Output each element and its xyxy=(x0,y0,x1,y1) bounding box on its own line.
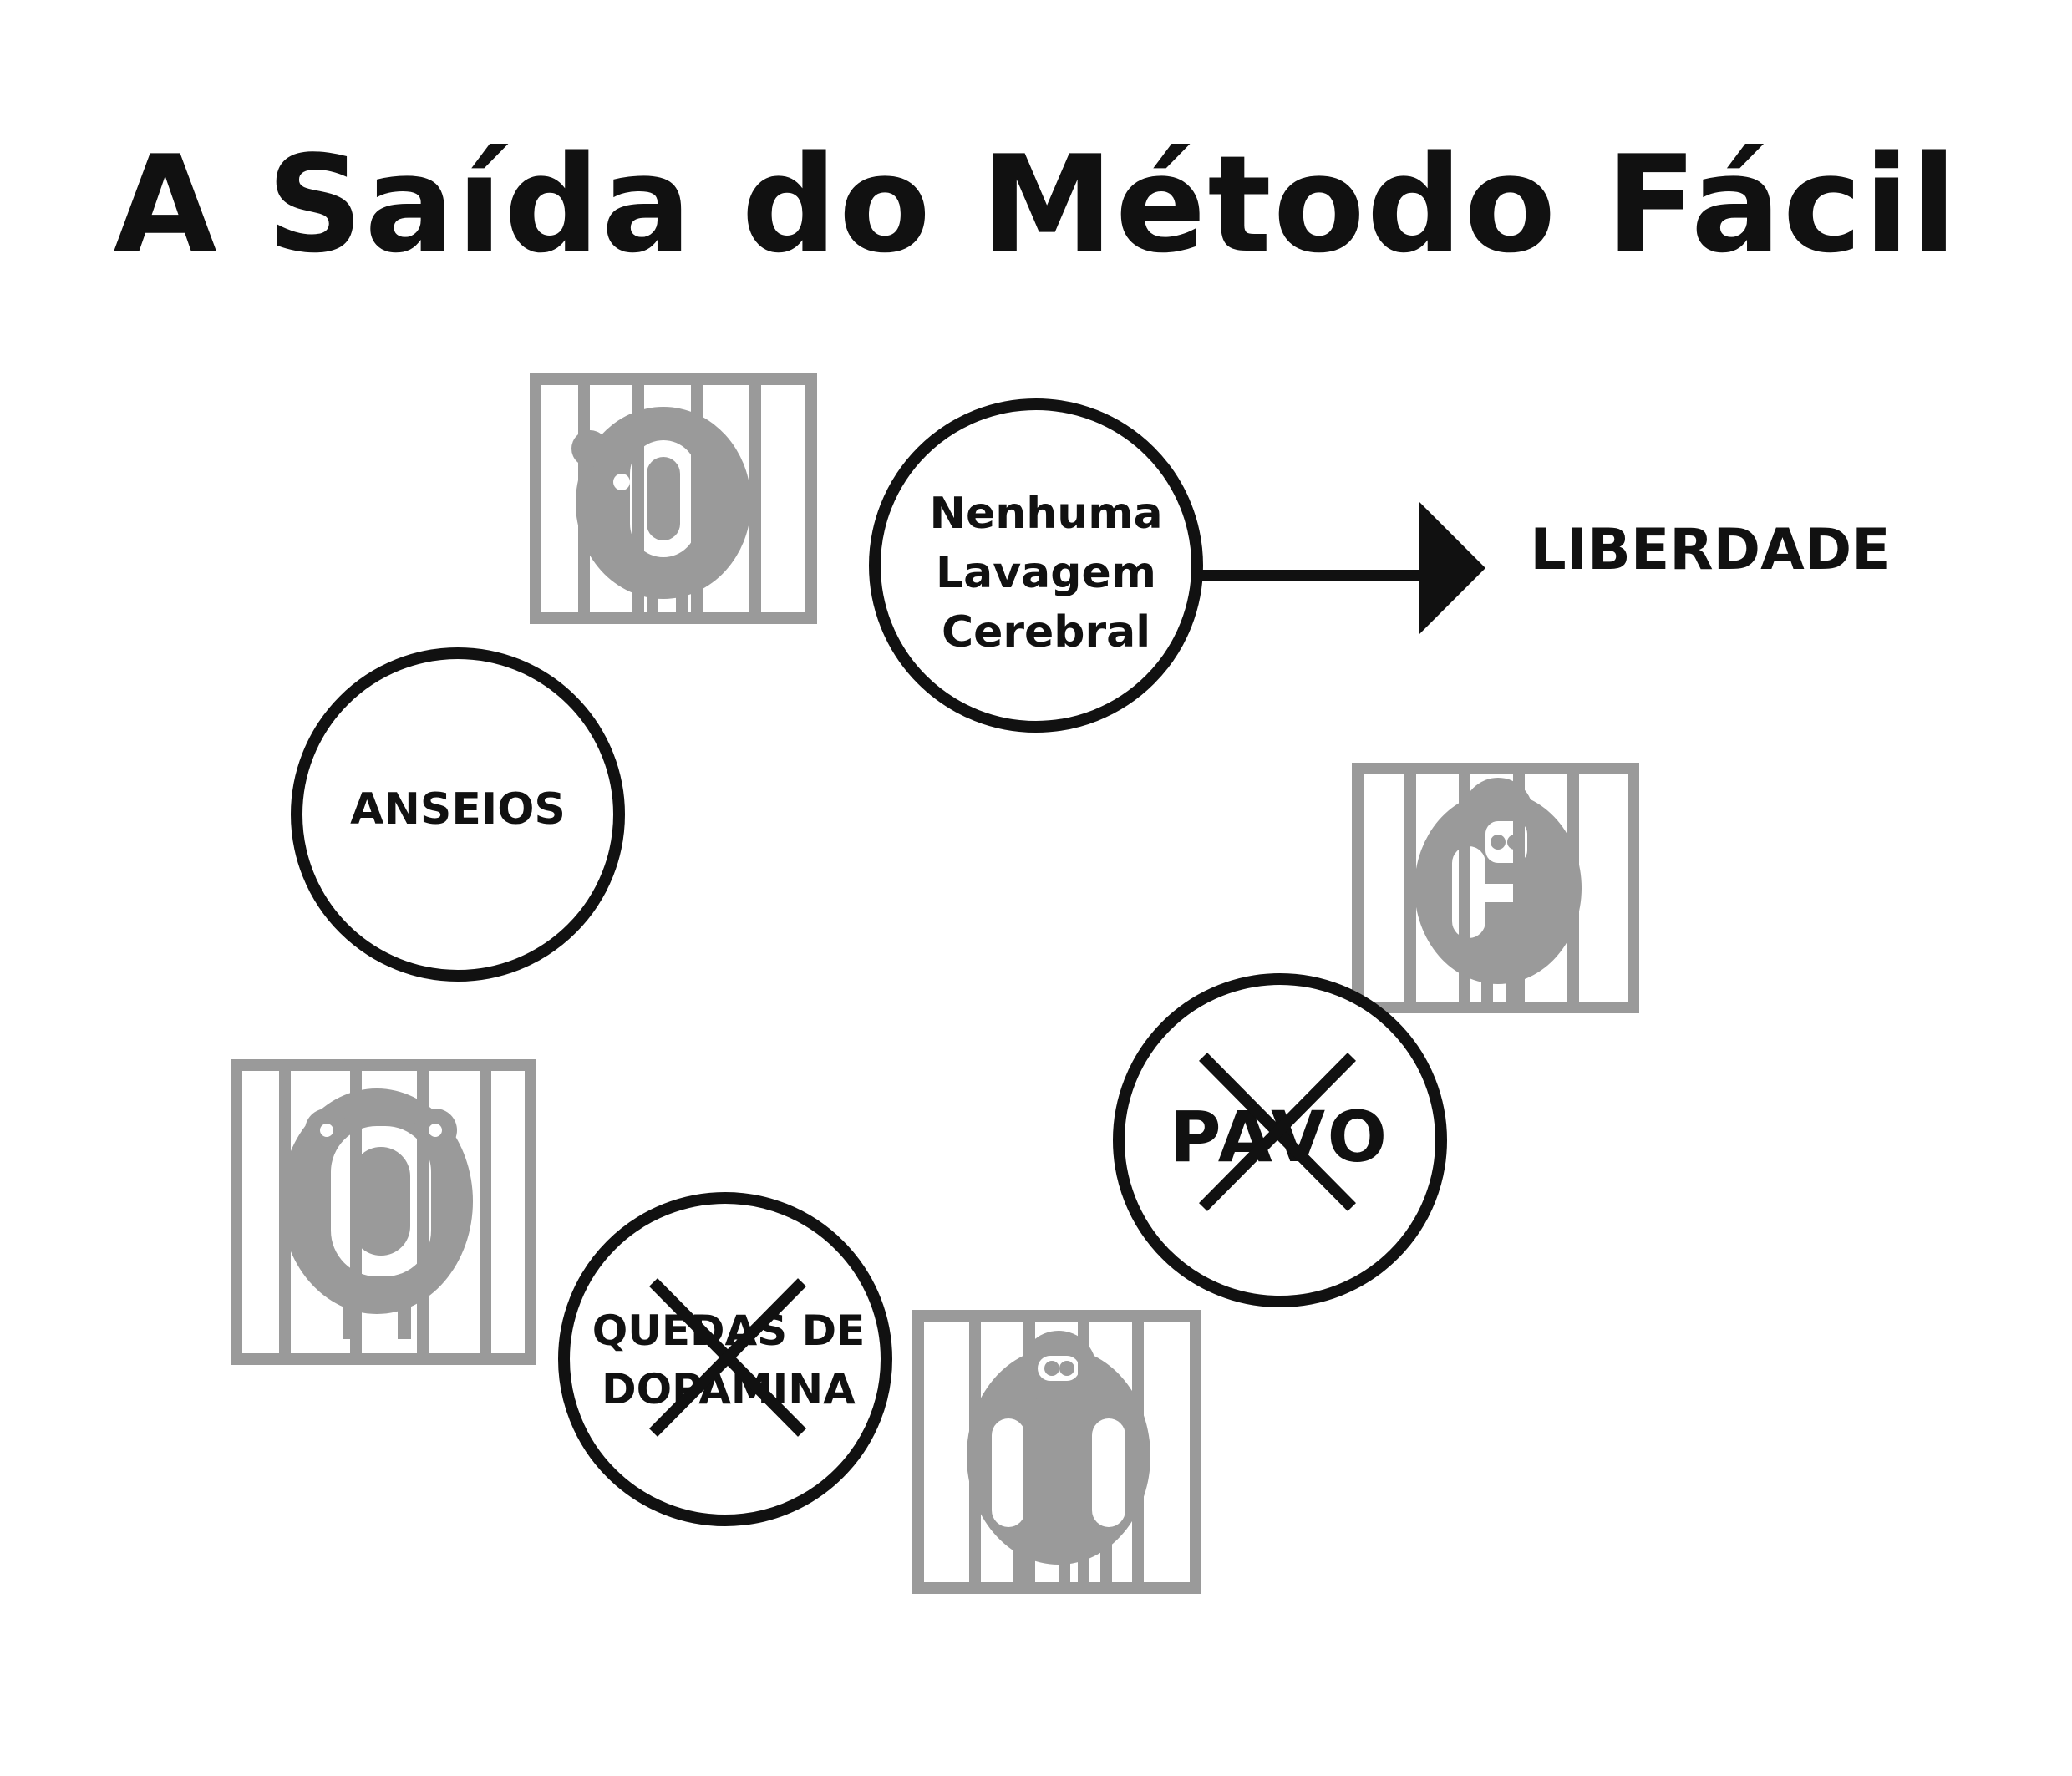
caged-monster-icon xyxy=(231,1059,536,1365)
node-dopamine-drops-line-2: DOPAMINA xyxy=(602,1365,856,1413)
arrow-right-icon xyxy=(1200,501,1485,635)
node-no-brainwashing-line-3: Cerebral xyxy=(942,607,1150,657)
cross-out-icon xyxy=(649,1278,806,1437)
caged-monster-icon xyxy=(1352,763,1639,1013)
monster-figure xyxy=(571,407,751,624)
node-fear: PAVO xyxy=(1113,973,1447,1307)
cage-bars xyxy=(231,1059,536,1365)
node-no-brainwashing: Nenhuma Lavagem Cerebral xyxy=(869,398,1203,733)
node-cravings-label: ANSEIOS xyxy=(350,784,566,835)
monster-figure xyxy=(281,1088,473,1339)
node-no-brainwashing-line-2: Lavagem xyxy=(936,548,1156,598)
caged-monster-icon xyxy=(912,1310,1201,1594)
node-dopamine-drops-line-1: QUEDAS DE xyxy=(592,1307,866,1355)
node-no-brainwashing-line-1: Nenhuma xyxy=(929,489,1162,539)
cage-bars xyxy=(530,373,817,624)
cage-bars xyxy=(912,1310,1201,1594)
cross-out-icon xyxy=(1199,1053,1356,1211)
cage-bars xyxy=(1352,763,1639,1013)
freedom-label: LIBERDADE xyxy=(1530,517,1890,583)
page-title: A Saída do Método Fácil xyxy=(114,126,1959,282)
monster-figure xyxy=(967,1331,1150,1586)
node-dopamine-drops: QUEDAS DE DOPAMINA xyxy=(558,1192,892,1526)
caged-monster-icon xyxy=(530,373,817,624)
node-cravings: ANSEIOS xyxy=(291,647,625,982)
monster-figure xyxy=(1414,778,1582,1009)
